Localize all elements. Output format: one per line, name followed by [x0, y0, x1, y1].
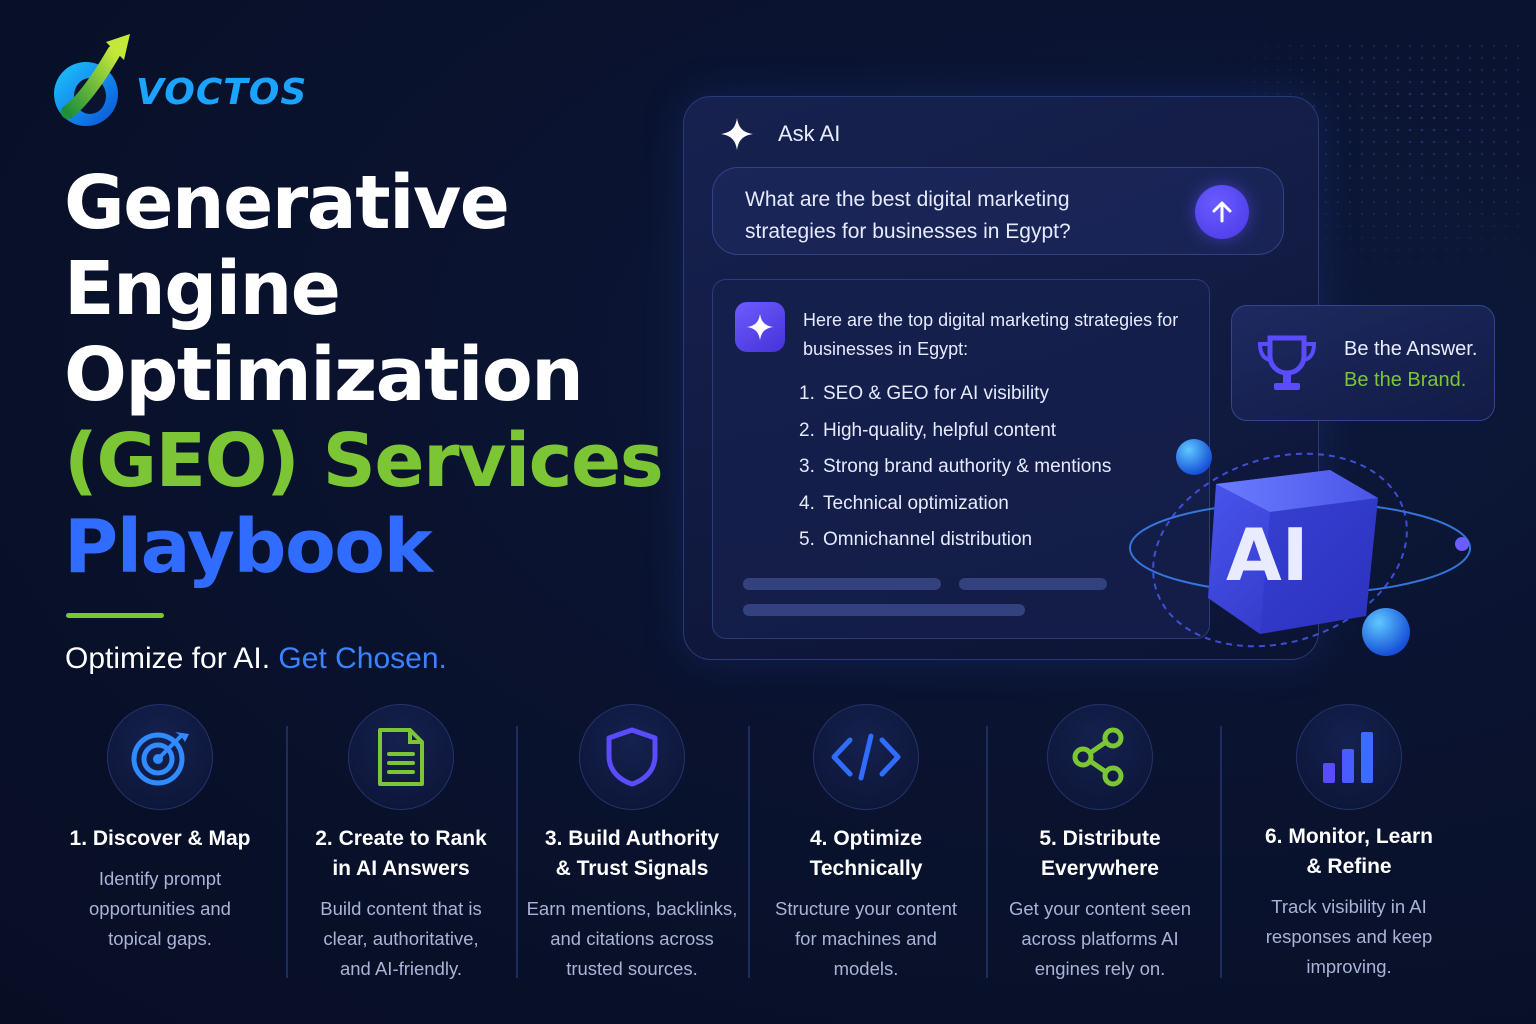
query-text: What are the best digital marketing stra…	[745, 188, 1071, 243]
step-icon-circle	[1296, 704, 1402, 810]
ai-cube-graphic: AI	[1120, 430, 1480, 670]
ask-ai-label: Ask AI	[778, 121, 841, 146]
step-icon-circle	[107, 704, 213, 810]
bar-chart-icon	[1323, 732, 1373, 783]
share-icon	[1072, 727, 1124, 787]
ask-ai-panel: Ask AI What are the best digital marketi…	[683, 96, 1319, 660]
step-divider	[516, 726, 518, 978]
step-divider	[1220, 726, 1222, 978]
title-line-4: (GEO) Services	[64, 418, 664, 504]
list-item: 3.Strong brand authority & mentions	[799, 456, 1112, 477]
step-icon-circle	[1047, 704, 1153, 810]
step-monitor: 6. Monitor, Learn& Refine Track visibili…	[1234, 704, 1464, 982]
code-icon	[831, 733, 901, 781]
answer-intro: Here are the top digital marketing strat…	[803, 310, 1179, 359]
sparkle-icon	[721, 118, 753, 150]
shield-icon	[606, 727, 658, 787]
query-input[interactable]: What are the best digital marketing stra…	[712, 167, 1284, 255]
accent-divider	[66, 613, 164, 618]
skeleton-line	[959, 578, 1107, 590]
step-title: 3. Build Authority& Trust Signals	[544, 827, 720, 880]
list-item: 5.Omnichannel distribution	[799, 529, 1033, 550]
step-icon-circle	[348, 704, 454, 810]
ai-answer-card: Here are the top digital marketing strat…	[712, 279, 1210, 639]
target-icon	[131, 732, 189, 786]
tagline: Optimize for AI. Get Chosen.	[65, 642, 447, 676]
title-line-1: Generative	[64, 160, 510, 246]
title-line-2: Engine	[64, 246, 341, 332]
cube-label: AI	[1226, 513, 1309, 597]
brand-logo: VOCTOS	[50, 30, 307, 130]
step-divider	[286, 726, 288, 978]
be-the-answer-card: Be the Answer. Be the Brand.	[1231, 305, 1495, 421]
answer-list: 1.SEO & GEO for AI visibility 2.High-qua…	[799, 376, 1111, 559]
skeleton-line	[743, 604, 1025, 616]
send-button[interactable]	[1195, 185, 1249, 239]
step-divider	[986, 726, 988, 978]
tagline-part-1: Optimize for AI.	[65, 642, 271, 675]
brand-name: VOCTOS	[136, 71, 308, 113]
sparkle-icon	[746, 313, 774, 341]
list-item: 1.SEO & GEO for AI visibility	[799, 383, 1049, 404]
logo-mark-icon	[50, 30, 134, 130]
step-title: 1. Discover & Map	[69, 827, 251, 850]
list-item: 2.High-quality, helpful content	[799, 419, 1057, 441]
step-divider	[748, 726, 750, 978]
brand-line-2: Be the Brand.	[1344, 369, 1467, 391]
trophy-icon	[1257, 335, 1317, 390]
tagline-part-2: Get Chosen.	[278, 642, 447, 675]
step-description: Earn mentions, backlinks,and citations a…	[526, 898, 738, 979]
list-item: 4.Technical optimization	[799, 492, 1009, 514]
title-line-5: Playbook	[64, 504, 433, 590]
step-icon-circle	[579, 704, 685, 810]
step-title: 6. Monitor, Learn& Refine	[1264, 825, 1434, 878]
page-title: Generative Engine Optimization (GEO) Ser…	[64, 160, 664, 590]
ask-ai-header: Ask AI	[720, 117, 840, 151]
title-line-3: Optimization	[64, 332, 584, 418]
step-authority: 3. Build Authority& Trust Signals Earn m…	[518, 704, 746, 984]
arrow-up-icon	[1212, 201, 1232, 223]
step-icon-circle	[813, 704, 919, 810]
document-icon	[378, 728, 424, 786]
skeleton-line	[743, 578, 941, 590]
ai-avatar	[735, 302, 785, 352]
brand-line-1: Be the Answer.	[1344, 338, 1478, 360]
